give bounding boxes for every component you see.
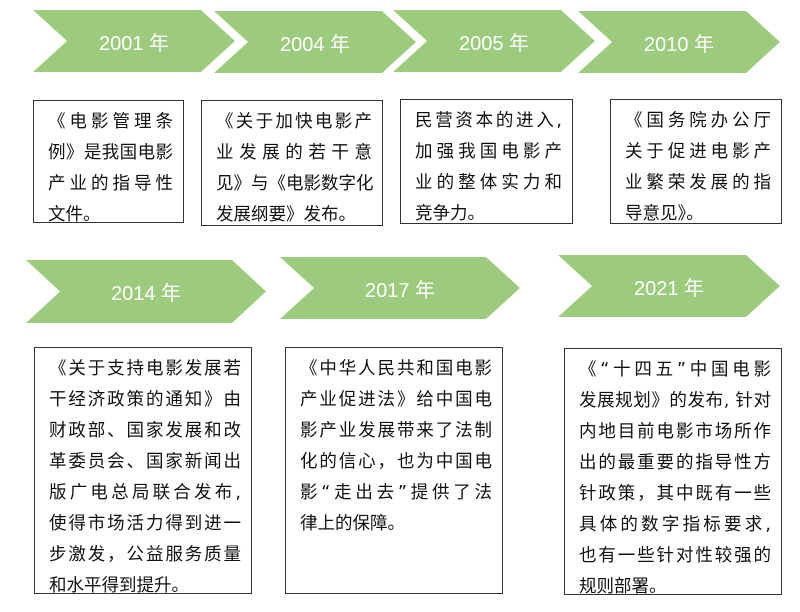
milestone-box-2005: 民营资本的进入, 加强我国电影产业的整体实力和竞争力。 bbox=[400, 99, 573, 224]
description-line: 化的信心，也为中国电 bbox=[300, 452, 492, 472]
description-line: 财政部、国家发展和改 bbox=[49, 421, 241, 441]
description-line: 民营资本的进入, bbox=[415, 111, 562, 131]
description-line: 内地目前电影市场所作 bbox=[579, 422, 771, 442]
description-line: 导意见》。 bbox=[625, 204, 704, 224]
description-line: 和水平得到提升。 bbox=[49, 576, 189, 596]
milestone-box-2004: 《关于加快电影产业发展的若干意见》与《电影数字化发展纲要》发布。 bbox=[201, 100, 383, 226]
milestone-box-2017: 《中华人民共和国电影产业促进法》给中国电影产业发展带来了法制化的信心，也为中国电… bbox=[285, 347, 503, 594]
description-line: 产业的指导性 bbox=[48, 174, 173, 194]
description-line: 加强我国电影产 bbox=[415, 142, 562, 162]
milestone-box-2010: 《国务院办公厅关于促进电影产业繁荣发展的指导意见》。 bbox=[610, 99, 782, 224]
milestone-box-2001: 《电影管理条例》是我国电影产业的指导性文件。 bbox=[33, 100, 184, 225]
description-line: 发展纲要》发布。 bbox=[216, 205, 356, 225]
year-label: 2021 年 bbox=[633, 277, 705, 300]
year-label: 2005 年 bbox=[458, 32, 530, 55]
description-line: 业繁荣发展的指 bbox=[625, 173, 771, 193]
year-label: 2017 年 bbox=[364, 279, 436, 302]
description-line: 步激发，公益服务质量 bbox=[49, 545, 241, 565]
milestone-box-2014: 《关于支持电影发展若干经济政策的通知》由财政部、国家发展和改革委员会、国家新闻出… bbox=[34, 347, 252, 596]
description-line: 见》与《电影数字化 bbox=[216, 174, 374, 194]
description-line: 出的最重要的指导性方 bbox=[579, 453, 771, 473]
description-line: 革委员会、国家新闻出 bbox=[49, 452, 241, 472]
year-chevron-2014: 2014 年 bbox=[26, 260, 266, 323]
year-label: 2010 年 bbox=[643, 33, 715, 56]
description-line: 竞争力。 bbox=[415, 204, 485, 224]
description-line: 例》是我国电影 bbox=[48, 143, 173, 163]
description-line: 版广电总局联合发布, bbox=[49, 483, 241, 503]
description-line: 发展规划》的发布, 针对 bbox=[579, 391, 771, 411]
year-label: 2001 年 bbox=[98, 32, 170, 55]
description-line: 具体的数字指标要求, bbox=[579, 515, 771, 535]
description-line: 干经济政策的通知》由 bbox=[49, 390, 241, 410]
year-chevron-2010: 2010 年 bbox=[578, 11, 780, 73]
year-label: 2014 年 bbox=[110, 283, 182, 305]
description-line: 关于促进电影产 bbox=[625, 142, 771, 162]
description-line: 《电影管理条 bbox=[48, 112, 173, 132]
year-chevron-2001: 2001 年 bbox=[33, 10, 235, 72]
description-line: 影“走出去”提供了法 bbox=[300, 483, 492, 503]
description-line: 《“十四五”中国电影 bbox=[579, 360, 771, 380]
year-chevron-2005: 2005 年 bbox=[393, 10, 595, 72]
description-line: 业的整体实力和 bbox=[415, 173, 562, 193]
milestone-box-2021: 《“十四五”中国电影发展规划》的发布, 针对内地目前电影市场所作出的最重要的指导… bbox=[564, 348, 782, 597]
description-line: 《国务院办公厅 bbox=[625, 111, 771, 131]
description-line: 针政策，其中既有一些 bbox=[579, 484, 771, 504]
description-line: 影产业发展带来了法制 bbox=[300, 421, 492, 441]
description-line: 《中华人民共和国电影 bbox=[300, 359, 492, 379]
description-line: 产业促进法》给中国电 bbox=[300, 390, 492, 410]
description-line: 文件。 bbox=[48, 205, 101, 225]
description-line: 使得市场活力得到进一 bbox=[49, 514, 241, 534]
year-label: 2004 年 bbox=[279, 33, 351, 56]
year-chevron-2021: 2021 年 bbox=[558, 255, 780, 317]
year-chevron-2004: 2004 年 bbox=[214, 11, 416, 73]
description-line: 业发展的若干意 bbox=[216, 143, 372, 163]
description-line: 也有一些针对性较强的 bbox=[579, 546, 771, 566]
description-line: 规则部署。 bbox=[579, 577, 667, 597]
year-chevron-2017: 2017 年 bbox=[280, 257, 520, 319]
description-line: 《关于支持电影发展若 bbox=[49, 359, 241, 379]
description-line: 律上的保障。 bbox=[300, 514, 405, 534]
description-line: 《关于加快电影产 bbox=[216, 112, 372, 132]
